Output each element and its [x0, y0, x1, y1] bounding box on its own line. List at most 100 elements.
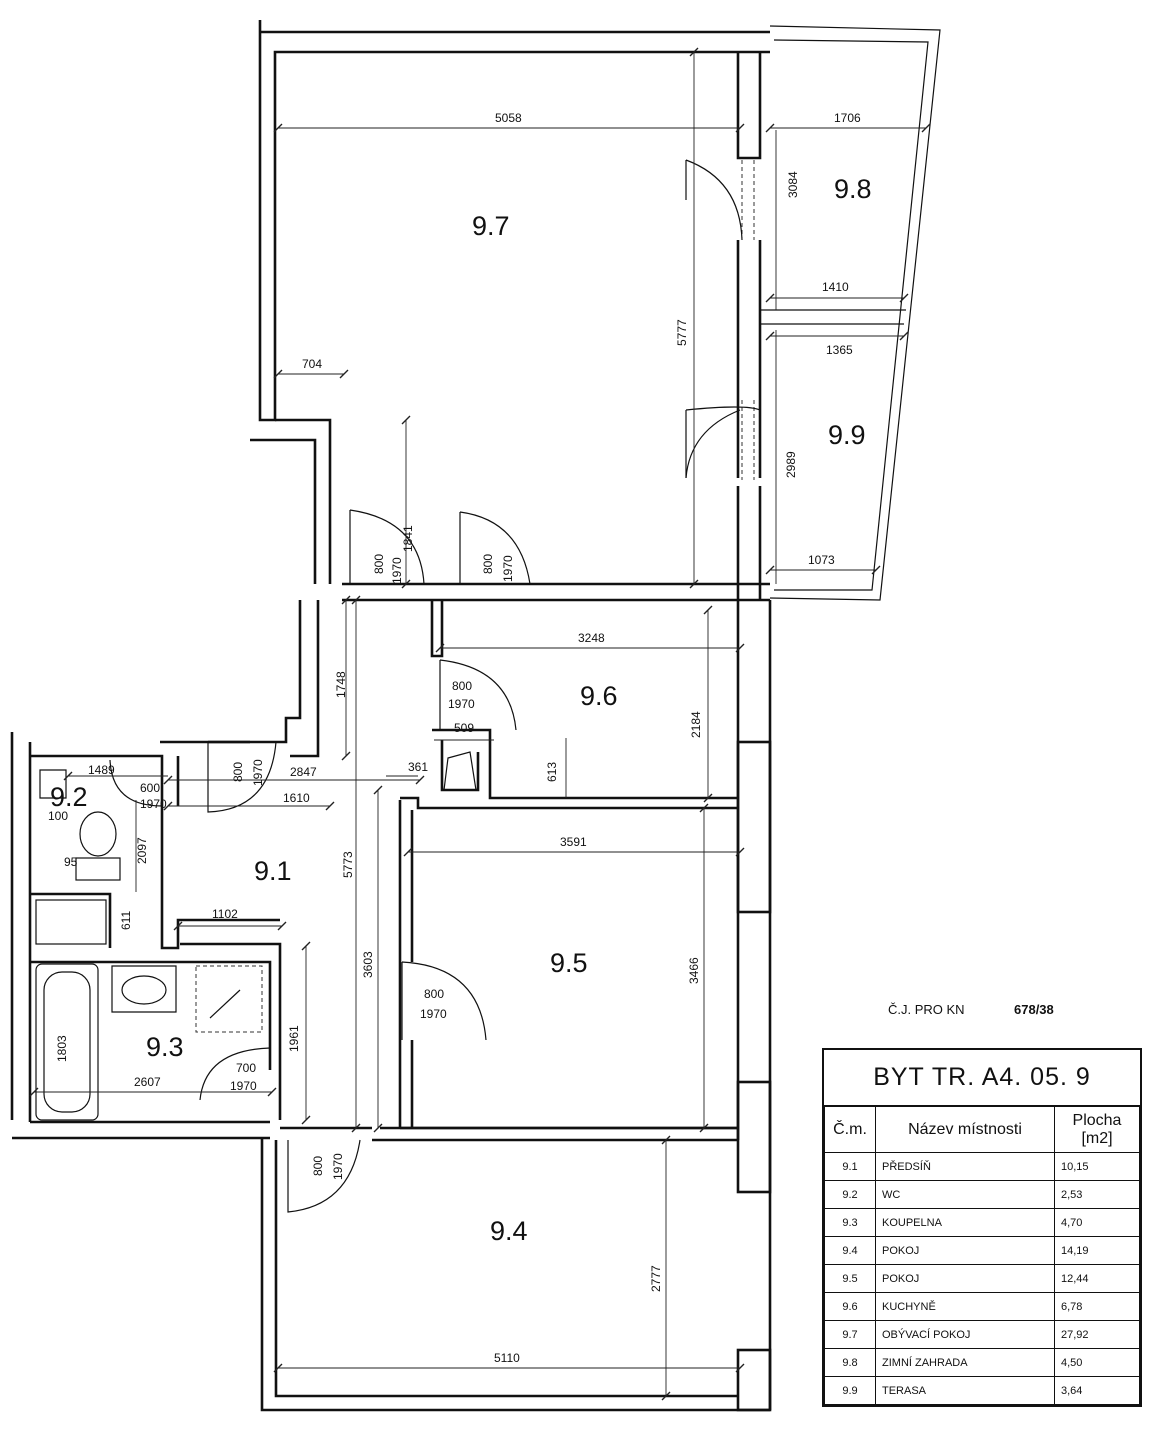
room-area: 4,70 — [1054, 1208, 1140, 1237]
dim-label: 800 — [452, 679, 472, 693]
dim-label: 2777 — [649, 1265, 663, 1292]
dimension-labels: 5058 1706 3084 1410 5777 1365 704 2989 1… — [48, 111, 861, 1365]
doors — [109, 159, 761, 1213]
dim-label: 704 — [302, 357, 322, 371]
room-area: 6,78 — [1054, 1292, 1140, 1321]
dimension-lines — [34, 52, 926, 1396]
room-name: KOUPELNA — [875, 1208, 1055, 1237]
dim-label: 1970 — [230, 1079, 257, 1093]
room-area: 14,19 — [1054, 1236, 1140, 1265]
dim-label: 1841 — [401, 525, 415, 552]
dim-label: 800 — [481, 554, 495, 574]
room-label-9.8: 9.8 — [834, 174, 872, 204]
dim-label: 5058 — [495, 111, 522, 125]
room-number: 9.7 — [824, 1320, 876, 1349]
dim-label: 95 — [64, 855, 78, 869]
dim-label: 2607 — [134, 1075, 161, 1089]
fixtures — [35, 751, 477, 1121]
room-name: PŘEDSÍŇ — [875, 1152, 1055, 1181]
dim-label: 700 — [236, 1061, 256, 1075]
dim-label: 613 — [545, 762, 559, 782]
dim-label: 1970 — [140, 797, 167, 811]
balcony — [741, 25, 941, 601]
dim-label: 1803 — [55, 1035, 69, 1062]
room-name: KUCHYNĚ — [875, 1292, 1055, 1321]
room-area: 2,53 — [1054, 1180, 1140, 1209]
room-area: 12,44 — [1054, 1264, 1140, 1293]
dim-label: 1961 — [287, 1025, 301, 1052]
dim-label: 800 — [424, 987, 444, 1001]
dim-label: 600 — [140, 781, 160, 795]
room-name: WC — [875, 1180, 1055, 1209]
legend-header-row: Č.m. Název místnosti Plocha [m2] — [824, 1106, 1140, 1153]
cj-label: Č.J. PRO KN — [888, 1002, 965, 1017]
legend-header-area: Plocha [m2] — [1054, 1106, 1140, 1153]
room-name: POKOJ — [875, 1236, 1055, 1265]
room-number: 9.8 — [824, 1348, 876, 1377]
room-number: 9.5 — [824, 1264, 876, 1293]
dim-label: 1073 — [808, 553, 835, 567]
dim-label: 1706 — [834, 111, 861, 125]
dim-label: 1365 — [826, 343, 853, 357]
room-area: 4,50 — [1054, 1348, 1140, 1377]
dim-label: 5777 — [675, 319, 689, 346]
room-label-9.2: 9.2 — [50, 782, 88, 812]
room-number: 9.2 — [824, 1180, 876, 1209]
room-area: 10,15 — [1054, 1152, 1140, 1181]
dim-label: 100 — [48, 809, 68, 823]
room-label-9.5: 9.5 — [550, 948, 588, 978]
room-number: 9.6 — [824, 1292, 876, 1321]
room-label-9.1: 9.1 — [254, 856, 292, 886]
room-area: 27,92 — [1054, 1320, 1140, 1349]
dim-label: 1970 — [251, 759, 265, 786]
dim-label: 1489 — [88, 763, 115, 777]
cj-value: 678/38 — [1014, 1002, 1054, 1017]
dim-label: 3591 — [560, 835, 587, 849]
room-label-9.3: 9.3 — [146, 1032, 184, 1062]
room-number: 9.9 — [824, 1376, 876, 1405]
dim-label: 1970 — [390, 557, 404, 584]
room-number: 9.4 — [824, 1236, 876, 1265]
dim-label: 800 — [231, 762, 245, 782]
dim-label: 2184 — [689, 711, 703, 738]
dim-label: 1102 — [212, 907, 238, 921]
room-labels: 9.7 9.8 9.9 9.6 9.2 9.1 9.5 9.3 9.4 — [50, 174, 872, 1246]
dim-label: 1610 — [283, 791, 310, 805]
room-number: 9.3 — [824, 1208, 876, 1237]
dim-label: 509 — [454, 721, 474, 735]
dim-label: 5110 — [494, 1351, 520, 1365]
room-name: OBÝVACÍ POKOJ — [875, 1320, 1055, 1349]
dim-label: 2847 — [290, 765, 317, 779]
room-name: POKOJ — [875, 1264, 1055, 1293]
room-label-9.6: 9.6 — [580, 681, 618, 711]
walls — [10, 20, 772, 1412]
dimension-ticks — [29, 47, 931, 1401]
legend-header-name: Název místnosti — [875, 1106, 1055, 1153]
dim-label: 3466 — [687, 957, 701, 984]
room-label-9.4: 9.4 — [490, 1216, 528, 1246]
dim-label: 1970 — [420, 1007, 447, 1021]
room-area: 3,64 — [1054, 1376, 1140, 1405]
dim-label: 3248 — [578, 631, 605, 645]
legend-title: BYT TR. A4. 05. 9 — [824, 1050, 1140, 1106]
dim-label: 1970 — [448, 697, 475, 711]
room-legend: BYT TR. A4. 05. 9 Č.m. Název místnosti P… — [822, 1048, 1142, 1407]
room-name: ZIMNÍ ZAHRADA — [875, 1348, 1055, 1377]
dim-label: 1748 — [334, 671, 348, 698]
room-number: 9.1 — [824, 1152, 876, 1181]
room-label-9.7: 9.7 — [472, 211, 510, 241]
dim-label: 1410 — [822, 280, 849, 294]
dim-label: 2989 — [784, 451, 798, 478]
room-label-9.9: 9.9 — [828, 420, 866, 450]
